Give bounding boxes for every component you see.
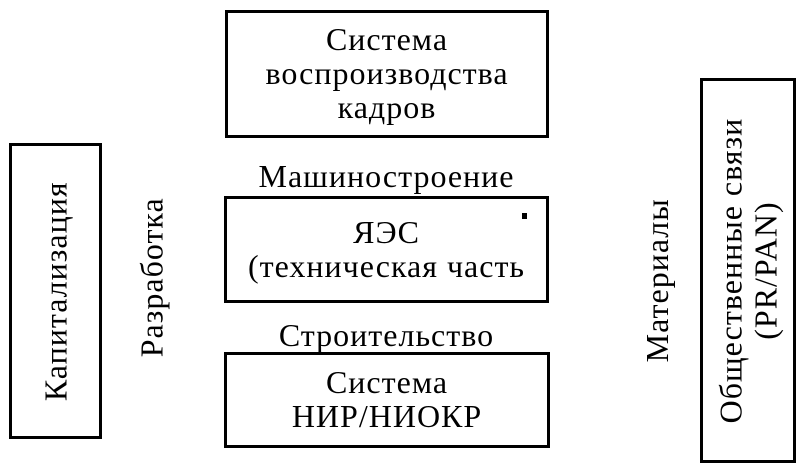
box-personnel-system-text: Система воспроизводства кадров [265,21,509,125]
box-personnel-system-line-3: кадров [337,88,437,125]
box-npp-technical-line-1: ЯЭС [353,213,420,250]
label-construction: Строительство [278,317,495,353]
box-public-relations: Общественные связи (PR/PAN) [700,78,796,463]
box-personnel-system-line-1: Система [325,21,449,58]
box-public-relations-line-2: (PR/PAN) [747,201,784,340]
box-personnel-system: Система воспроизводства кадров [225,10,549,138]
box-rnd-system-line-2: НИР/НИОКР [291,398,483,434]
box-capitalization-text: Капитализация [37,181,74,401]
box-rnd-system-text: Система НИР/НИОКР [291,364,483,434]
label-machine-building: Машиностроение [258,158,515,194]
box-public-relations-line-1: Общественные связи [712,117,749,424]
box-rnd-system: Система НИР/НИОКР [224,352,550,448]
label-materials-wrap: Материалы [617,160,697,400]
box-capitalization: Капитализация [9,143,102,439]
box-rnd-system-line-1: Система [325,364,449,401]
box-npp-technical: ЯЭС (техническая часть [224,196,549,303]
box-personnel-system-line-2: воспроизводства [265,55,509,92]
ink-speck [522,213,527,219]
label-materials: Материалы [638,197,675,363]
box-npp-technical-text: ЯЭС (техническая часть [247,213,526,284]
label-development: Разработка [133,197,170,357]
box-npp-technical-line-2: (техническая часть [247,247,526,284]
box-public-relations-text: Общественные связи (PR/PAN) [712,117,784,424]
label-development-wrap: Разработка [112,157,192,397]
